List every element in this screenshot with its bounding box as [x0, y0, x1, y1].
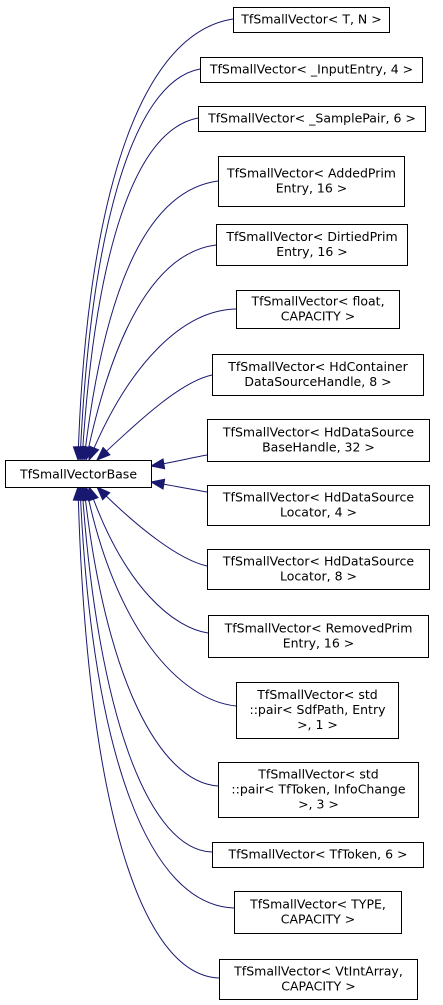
derived-class-node-4-box — [218, 156, 405, 207]
derived-class-node-6[interactable]: TfSmallVector< float,CAPACITY > — [236, 290, 400, 329]
edge-line-n15 — [79, 486, 235, 909]
derived-class-node-1-label-line-0: TfSmallVector< T, N > — [240, 12, 381, 27]
edge-line-n7 — [96, 374, 213, 461]
inheritance-edges — [72, 18, 237, 979]
derived-class-node-12-box — [236, 682, 399, 739]
edge-n7 — [95, 374, 213, 461]
edge-line-n14 — [81, 486, 213, 853]
derived-class-node-14-label-line-0: TfSmallVector< TfToken, 6 > — [228, 847, 408, 862]
derived-class-node-5-box — [216, 224, 408, 266]
derived-class-node-7-label-line-1: DataSourceHandle, 8 > — [244, 374, 391, 389]
class-nodes: TfSmallVectorBase TfSmallVector< T, N > Tf… — [5, 7, 430, 1000]
edge-line-n2 — [79, 68, 201, 461]
derived-class-node-3-label-line-0: TfSmallVector< _SamplePair, 6 > — [207, 111, 416, 126]
arrowhead-n9 — [149, 478, 166, 490]
derived-class-node-12-label-line-2: >, 1 > — [297, 717, 338, 732]
derived-class-node-4-label-line-1: Entry, 16 > — [276, 181, 348, 196]
derived-class-node-14-box — [212, 842, 424, 868]
edge-line-n4 — [83, 180, 219, 461]
derived-class-node-6-label-line-0: TfSmallVector< float, — [250, 294, 384, 309]
edge-n10 — [96, 486, 208, 567]
derived-class-node-10-box — [207, 549, 430, 590]
derived-class-node-7-label-line-0: TfSmallVector< HdContainer — [227, 359, 408, 374]
derived-class-node-5-label-line-1: Entry, 16 > — [276, 244, 348, 259]
edge-line-n13 — [83, 486, 219, 787]
derived-class-node-2-box — [200, 57, 423, 83]
derived-class-node-7[interactable]: TfSmallVector< HdContainerDataSourceHand… — [212, 354, 424, 396]
edge-line-n12 — [85, 486, 237, 707]
edge-n1 — [72, 18, 234, 462]
derived-class-node-7-box — [212, 354, 424, 396]
arrowhead-n8 — [149, 458, 166, 470]
arrowhead-n10 — [96, 486, 111, 501]
derived-class-node-16-box — [219, 959, 418, 1000]
edge-n2 — [74, 68, 201, 462]
derived-class-node-5-label-line-0: TfSmallVector< DirtiedPrim — [225, 229, 397, 244]
base-class-box — [5, 460, 152, 488]
derived-class-node-10-label-line-1: Locator, 8 > — [280, 569, 357, 584]
edge-n9 — [149, 478, 208, 493]
derived-class-node-12-label-line-1: ::pair< SdfPath, Entry — [249, 702, 386, 717]
derived-class-node-6-label-line-1: CAPACITY > — [281, 309, 355, 324]
edge-line-n5 — [85, 244, 217, 461]
derived-class-node-1-box — [233, 7, 390, 33]
derived-class-node-1[interactable]: TfSmallVector< T, N > — [233, 7, 390, 33]
derived-class-node-14[interactable]: TfSmallVector< TfToken, 6 > — [212, 842, 424, 868]
derived-class-node-8-label-line-0: TfSmallVector< HdDataSource — [222, 425, 414, 440]
arrowhead-n16 — [72, 485, 85, 501]
derived-class-node-16[interactable]: TfSmallVector< VtIntArray,CAPACITY > — [219, 959, 418, 1000]
derived-class-node-12[interactable]: TfSmallVector< std::pair< SdfPath, Entry… — [236, 682, 399, 739]
derived-class-node-2[interactable]: TfSmallVector< _InputEntry, 4 > — [200, 57, 423, 83]
edge-n4 — [79, 180, 219, 462]
derived-class-node-15[interactable]: TfSmallVector< TYPE,CAPACITY > — [234, 891, 402, 934]
edge-line-n16 — [77, 486, 220, 979]
edge-line-n11 — [88, 486, 209, 634]
derived-class-node-11-label-line-1: Entry, 16 > — [283, 636, 355, 651]
derived-class-node-16-label-line-1: CAPACITY > — [281, 979, 355, 994]
derived-class-node-13-box — [218, 762, 419, 818]
derived-class-node-15-label-line-1: CAPACITY > — [281, 912, 355, 927]
derived-class-node-15-label-line-0: TfSmallVector< TYPE, — [249, 897, 386, 912]
derived-class-node-11-label-line-0: TfSmallVector< RemovedPrim — [224, 621, 413, 636]
edge-n16 — [72, 485, 220, 979]
derived-class-node-12-label-line-0: TfSmallVector< std — [256, 687, 377, 702]
derived-class-node-3-box — [198, 106, 426, 132]
derived-class-node-11-box — [208, 615, 429, 658]
derived-class-node-13-label-line-2: >, 3 > — [298, 797, 339, 812]
derived-class-node-10-label-line-0: TfSmallVector< HdDataSource — [222, 554, 414, 569]
derived-class-node-9-box — [207, 485, 430, 526]
edge-line-n6 — [88, 308, 237, 461]
derived-class-node-13-label-line-0: TfSmallVector< std — [257, 767, 378, 782]
derived-class-node-8-label-line-1: BaseHandle, 32 > — [262, 440, 375, 455]
base-class-node[interactable]: TfSmallVectorBase — [5, 460, 152, 488]
derived-class-node-2-label-line-0: TfSmallVector< _InputEntry, 4 > — [209, 62, 413, 77]
derived-class-node-6-box — [236, 290, 400, 329]
edge-line-n1 — [77, 18, 234, 461]
derived-class-node-13[interactable]: TfSmallVector< std::pair< TfToken, InfoC… — [218, 762, 419, 818]
edge-n8 — [149, 454, 208, 470]
derived-class-node-16-label-line-0: TfSmallVector< VtIntArray, — [233, 964, 403, 979]
derived-class-node-15-box — [234, 891, 402, 934]
edge-line-n3 — [81, 117, 199, 461]
arrowhead-n6 — [88, 445, 100, 462]
derived-class-node-8-box — [207, 419, 430, 462]
derived-class-node-3[interactable]: TfSmallVector< _SamplePair, 6 > — [198, 106, 426, 132]
derived-class-node-9-label-line-1: Locator, 4 > — [280, 505, 357, 520]
edge-line-n10 — [96, 486, 208, 567]
arrowhead-n7 — [95, 446, 111, 461]
edge-n13 — [79, 485, 219, 787]
derived-class-node-4-label-line-0: TfSmallVector< AddedPrim — [226, 166, 396, 181]
derived-class-node-9-label-line-0: TfSmallVector< HdDataSource — [222, 490, 414, 505]
base-class-label: TfSmallVectorBase — [19, 467, 137, 482]
edge-n6 — [88, 308, 237, 462]
derived-class-node-13-label-line-1: ::pair< TfToken, InfoChange — [231, 782, 405, 797]
